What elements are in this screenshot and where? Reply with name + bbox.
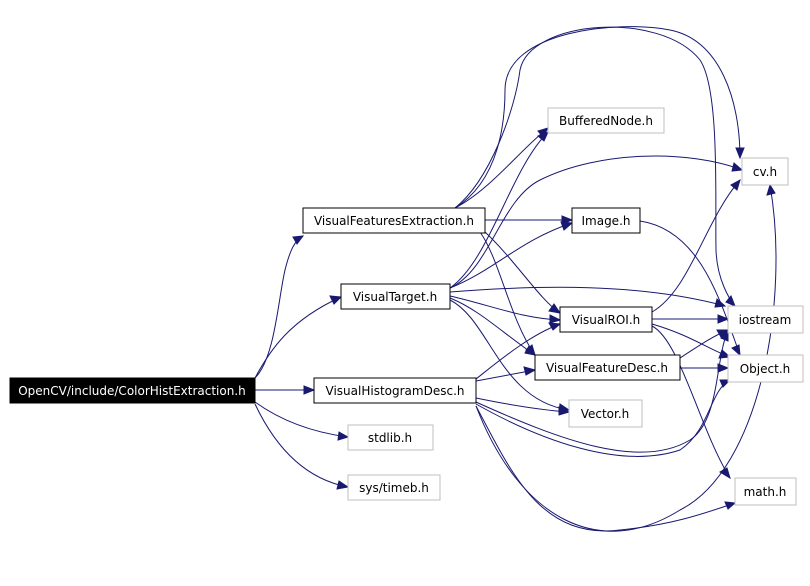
edge-vfe-cv (454, 26, 745, 209)
edge-vroi-math (651, 325, 731, 480)
edge-vfd-iostream (679, 329, 730, 359)
node-root[interactable]: OpenCV/include/ColorHistExtraction.h (9, 377, 256, 404)
edge-vt-vfd (449, 297, 537, 356)
edge-vfe-vfd (479, 231, 536, 357)
edge-vfd-object (680, 363, 730, 373)
edge-vhd-vroi (475, 322, 562, 380)
node-vector[interactable]: Vector.h (568, 399, 643, 428)
edge-root-vfe (254, 235, 305, 379)
node-label: VisualROI.h (572, 313, 641, 327)
edge-vhd-vector (475, 397, 571, 416)
node-label: VisualFeaturesExtraction.h (314, 214, 474, 228)
edge-vt-iostream (449, 286, 727, 308)
node-bufferednode[interactable]: BufferedNode.h (547, 107, 665, 134)
edge-image-object (639, 220, 741, 357)
node-label: OpenCV/include/ColorHistExtraction.h (18, 384, 246, 398)
node-visualtarget[interactable]: VisualTarget.h (340, 283, 451, 310)
node-systimeb[interactable]: sys/timeb.h (347, 474, 441, 501)
edge-vt-cv (449, 155, 744, 289)
node-image[interactable]: Image.h (571, 207, 641, 234)
edge-root-stdlib (254, 401, 350, 441)
node-label: iostream (739, 313, 792, 327)
edge-vhd-vfd (475, 366, 537, 382)
edge-root-timeb (254, 403, 350, 490)
edge-vt-image (449, 221, 574, 289)
edge-root-vhd (255, 385, 316, 395)
edge-vhd-iostream (475, 328, 729, 453)
node-label: cv.h (753, 165, 777, 179)
node-label: Vector.h (581, 407, 630, 421)
node-visualroi[interactable]: VisualROI.h (559, 306, 653, 333)
node-label: math.h (744, 485, 787, 499)
edge-root-vt (254, 295, 343, 379)
node-label: BufferedNode.h (559, 114, 653, 128)
node-label: sys/timeb.h (359, 481, 429, 495)
edge-vt-buffered (449, 131, 549, 289)
node-cv[interactable]: cv.h (741, 157, 789, 186)
edge-vroi-cv (651, 178, 741, 313)
edge-vroi-iostream (652, 314, 730, 324)
node-iostream[interactable]: iostream (727, 305, 804, 334)
node-label: VisualHistogramDesc.h (326, 384, 465, 398)
edge-vroi-object (651, 323, 732, 359)
node-visualfeaturesextraction[interactable]: VisualFeaturesExtraction.h (302, 207, 486, 234)
edge-layer (254, 26, 777, 532)
edge-vt-vroi (449, 295, 562, 324)
node-visualfeaturedesc[interactable]: VisualFeatureDesc.h (534, 354, 681, 381)
node-label: Image.h (581, 214, 630, 228)
node-label: VisualFeatureDesc.h (546, 361, 668, 375)
node-layer: OpenCV/include/ColorHistExtraction.h Vis… (9, 107, 804, 506)
node-math[interactable]: math.h (734, 477, 797, 506)
edge-vfe-iostream (454, 26, 736, 307)
node-label: VisualTarget.h (353, 290, 437, 304)
node-stdlib[interactable]: stdlib.h (347, 424, 434, 451)
node-object[interactable]: Object.h (727, 354, 804, 383)
edge-vhd-cv (475, 183, 777, 532)
node-label: stdlib.h (368, 431, 412, 445)
edge-vfe-vroi (484, 231, 562, 314)
node-visualhistogramdesc[interactable]: VisualHistogramDesc.h (313, 377, 477, 404)
node-label: Object.h (740, 362, 791, 376)
edge-vfe-buffered (454, 127, 550, 209)
